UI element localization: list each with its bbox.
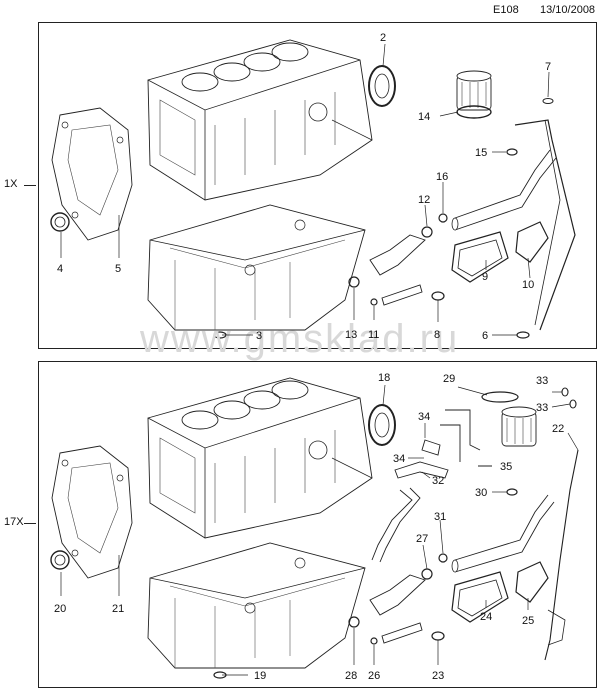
variant-label-bottom: 17X <box>4 516 24 528</box>
callout-label: 23 <box>432 670 444 682</box>
document-date: 13/10/2008 <box>540 4 596 16</box>
oil-pipe-elbow-icon <box>369 234 426 276</box>
callout-label: 20 <box>54 603 66 615</box>
callout-label: 15 <box>475 147 487 159</box>
callout-label: 34 <box>418 411 430 423</box>
oil-cooler-gasket-icon <box>451 571 509 623</box>
vent-hose-icon <box>440 409 481 462</box>
callout-label: 24 <box>480 611 492 623</box>
callouts-bottom: 18 29 33 33 34 22 34 35 32 30 31 27 20 2… <box>54 372 564 682</box>
callout-label: 19 <box>254 670 266 682</box>
engine-block-and-oil-pan-17x <box>50 377 373 669</box>
callout-label: 3 <box>256 330 262 342</box>
callout-label: 33 <box>536 375 548 387</box>
rear-crank-seal-icon <box>368 404 396 446</box>
callout-label: 21 <box>112 603 124 615</box>
variant-pointer-bottom <box>24 523 36 524</box>
dipstick-icon <box>544 449 579 661</box>
callout-label: 29 <box>443 373 455 385</box>
callout-label: 35 <box>500 461 512 473</box>
callout-label: 34 <box>393 453 405 465</box>
callout-label: 7 <box>545 61 551 73</box>
callout-label: 31 <box>434 511 446 523</box>
leader-lines <box>60 43 579 676</box>
callout-label: 8 <box>434 329 440 341</box>
o-ring-icon <box>542 98 554 104</box>
callout-label: 28 <box>345 670 357 682</box>
callout-label: 25 <box>522 615 534 627</box>
pcv-pipe-icon <box>371 487 421 563</box>
watermark: www.gmsklad.ru <box>139 317 459 361</box>
callouts-top: 2 7 14 15 16 12 9 10 4 5 3 13 11 8 6 <box>57 32 551 342</box>
callout-label: 9 <box>482 271 488 283</box>
variant-label-top: 1X <box>4 178 18 190</box>
document-code: E108 <box>493 4 519 16</box>
callout-label: 11 <box>368 329 379 341</box>
callout-label: 33 <box>536 402 548 414</box>
oil-filter-cap-icon <box>456 70 492 119</box>
dipstick-tube-icon <box>514 119 576 331</box>
engine-block-and-oil-pan-1x <box>50 39 373 331</box>
callout-label: 10 <box>522 279 534 291</box>
callout-label: 30 <box>475 487 487 499</box>
callout-label: 26 <box>368 670 380 682</box>
rear-crank-seal-icon <box>368 65 396 107</box>
callout-label: 16 <box>436 171 448 183</box>
variant-pointer-top <box>24 185 36 186</box>
oil-filter-cap-icon <box>501 406 537 447</box>
oil-cooler-pipe-icon <box>454 149 557 231</box>
o-ring-icon <box>481 391 519 403</box>
oil-cooler-pipe-icon <box>454 494 555 573</box>
callout-label: 5 <box>115 263 121 275</box>
callout-label: 18 <box>378 372 390 384</box>
callout-label: 2 <box>380 32 386 44</box>
oil-pipe-elbow-icon <box>369 574 426 616</box>
callout-label: 22 <box>552 423 564 435</box>
seal-icon <box>515 221 549 263</box>
callout-label: 4 <box>57 263 63 275</box>
callout-label: 13 <box>345 329 357 341</box>
callout-label: 32 <box>432 475 444 487</box>
callout-label: 6 <box>482 330 488 342</box>
callout-label: 27 <box>416 533 428 545</box>
callout-label: 12 <box>418 194 430 206</box>
oil-cooler-gasket-icon <box>451 231 509 283</box>
callout-label: 14 <box>418 111 430 123</box>
seal-icon <box>515 561 549 603</box>
